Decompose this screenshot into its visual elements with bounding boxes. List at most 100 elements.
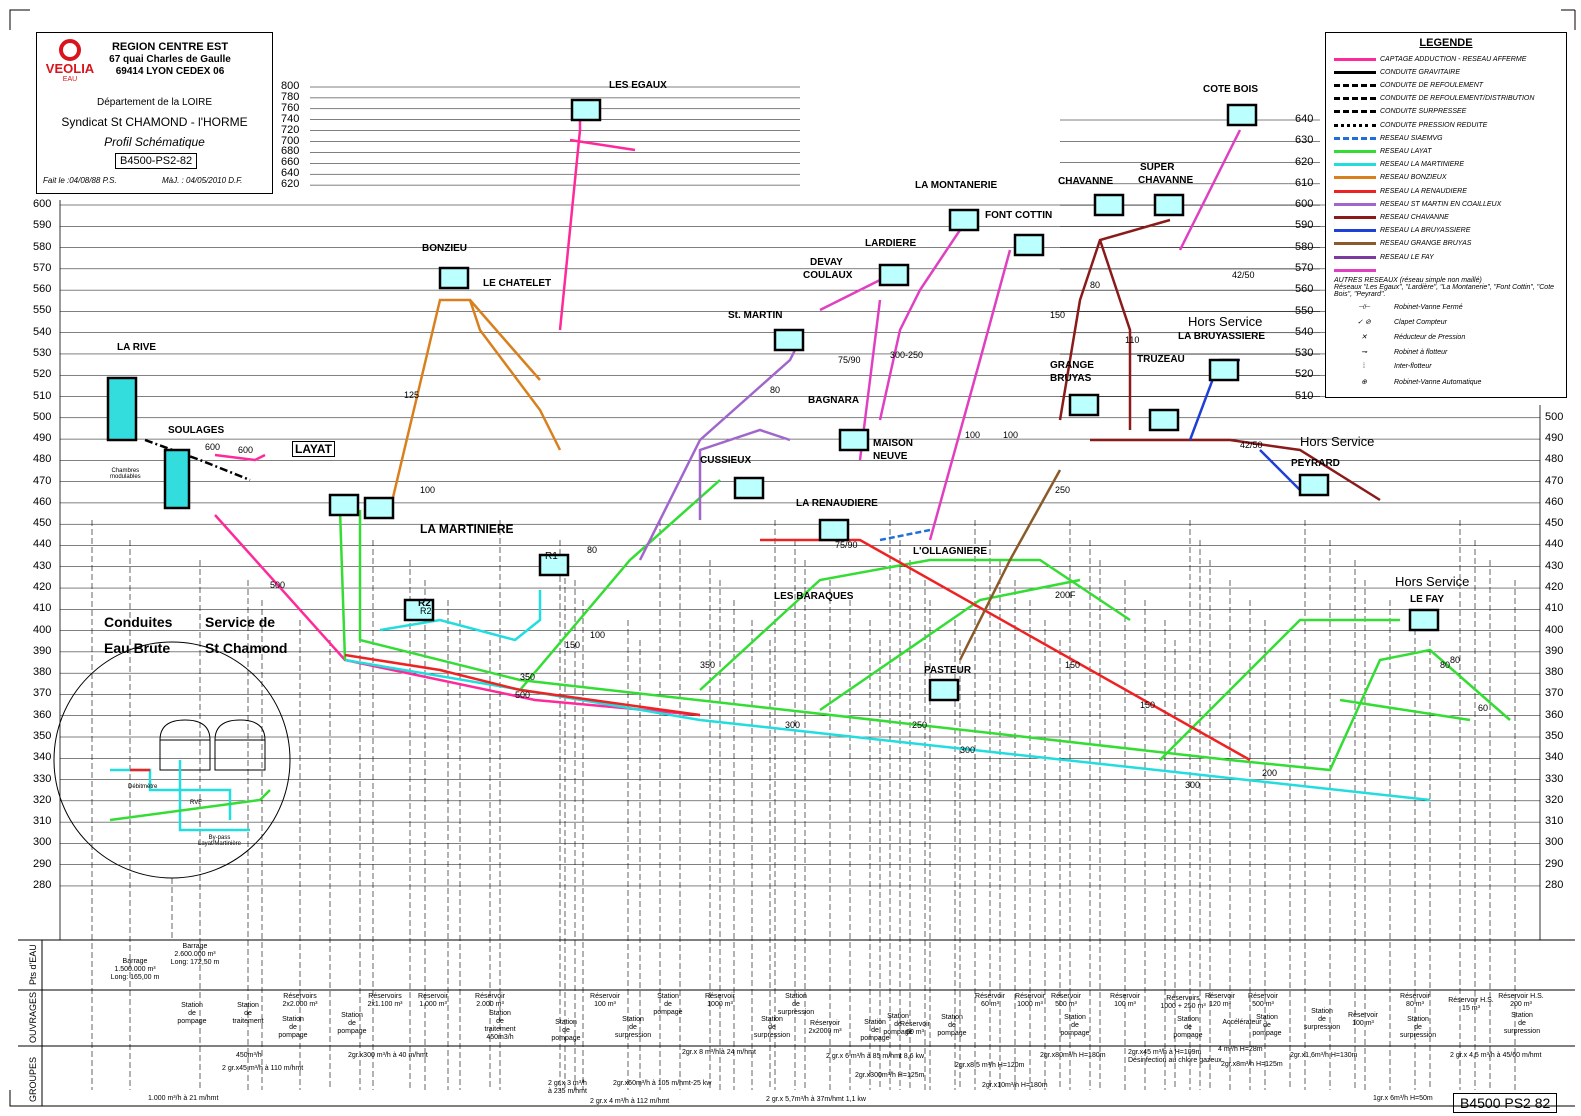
pipeline-segment xyxy=(1058,218,1171,421)
scale-right-upper-630: 630 xyxy=(1295,134,1314,147)
pipe-diameter-label: 300-250 xyxy=(890,350,924,360)
scale-left-510: 510 xyxy=(33,389,52,402)
groupe-label: 1gr.x 6m³/h H=50m xyxy=(1373,1095,1433,1102)
reservoir-icon xyxy=(1408,608,1440,632)
ouvrage-label: Réservoirs 1000 + 250 m³ xyxy=(1160,995,1206,1010)
reservoir-icon xyxy=(928,678,960,702)
pipeline-segment xyxy=(388,298,562,511)
department: Département de la LOIRE xyxy=(96,97,213,108)
reservoir-icon xyxy=(878,263,910,287)
scale-right-320: 320 xyxy=(1545,793,1564,806)
legend-note-prefix: AUTRES RESEAUX xyxy=(1334,277,1398,284)
site-label: SOULAGES xyxy=(168,425,225,436)
legend-note-text: Réseaux "Les Egaux", "Lardière", "La Mon… xyxy=(1334,284,1555,298)
pipeline-segment xyxy=(699,558,1131,691)
reservoir-icon xyxy=(1226,103,1258,127)
legend-label: RESEAU LAYAT xyxy=(1380,147,1432,155)
scale-left-410: 410 xyxy=(33,602,52,615)
site-label: R2 xyxy=(418,598,431,609)
pipeline-segment xyxy=(344,653,701,717)
legend-swatch xyxy=(1334,110,1376,114)
site-label: MAISON xyxy=(873,438,913,449)
legend-item: RESEAU CHAVANNE xyxy=(1334,211,1449,223)
ouvrage-label: Réservoir 100 m³ xyxy=(1348,1012,1378,1027)
pipeline-segment xyxy=(214,453,266,462)
site-label: CHAVANNE xyxy=(1058,176,1114,187)
groupe-label: 2 gr.x 4,5 m³/h à 45/60 m/hmt xyxy=(1450,1052,1542,1059)
legend-symbol-label: Réducteur de Pression xyxy=(1394,334,1466,341)
pipe-diameter-label: 60 xyxy=(1478,703,1489,713)
legend-swatch xyxy=(1334,255,1376,259)
legend-item: RESEAU LAYAT xyxy=(1334,145,1431,157)
scale-top-720: 720 xyxy=(281,123,300,136)
scale-right-upper-530: 530 xyxy=(1295,347,1314,360)
scale-top-780: 780 xyxy=(281,90,300,103)
site-label: COTE BOIS xyxy=(1203,84,1259,95)
site-label: PEYRARD xyxy=(1291,458,1340,469)
legend-item xyxy=(1334,264,1380,276)
inset-note: Débitmètre xyxy=(128,784,158,790)
scale-right-upper-620: 620 xyxy=(1295,155,1314,168)
scale-right-350: 350 xyxy=(1545,730,1564,742)
pipe-diameter-label: 200F xyxy=(1055,590,1076,600)
pipeline-segment xyxy=(1098,239,1132,430)
label-st-chamond: St Chamond xyxy=(205,640,288,656)
scale-right-upper-550: 550 xyxy=(1295,304,1314,317)
scale-left-450: 450 xyxy=(33,517,52,530)
legend-symbol-label: Robinet-Vanne Automatique xyxy=(1394,379,1482,386)
ouvrage-label: Station de pompage xyxy=(337,1012,367,1035)
scale-right-460: 460 xyxy=(1545,495,1564,508)
reservoir-icon xyxy=(1093,193,1125,217)
inset-note: RVF xyxy=(190,800,202,806)
scale-left-390: 390 xyxy=(33,644,52,657)
elevation-grid xyxy=(59,86,1541,940)
inset-note: Chambres modulables xyxy=(110,468,141,480)
reservoir-icon xyxy=(538,553,570,577)
hors-service-2: Hors Service xyxy=(1300,434,1375,449)
legend-symbol-label: Robinet à flotteur xyxy=(1394,349,1448,356)
pipe-diameter-label: 500 xyxy=(270,580,286,590)
groupe-label: 2gr.x300m³/h H=125m xyxy=(855,1072,925,1079)
scale-top-800: 800 xyxy=(281,80,300,92)
pipe-diameter-label: 100 xyxy=(590,630,606,640)
legend-symbol-icon: ⊣⊢ xyxy=(1357,304,1371,311)
scale-left-360: 360 xyxy=(33,708,52,721)
reservoir-icon xyxy=(1153,193,1185,217)
site-label: LES EGAUX xyxy=(609,80,667,91)
pipeline-segment xyxy=(144,438,251,482)
scale-top-640: 640 xyxy=(281,167,300,180)
groupe-label: 2 gr.x45 m³/h à 110 m/hmt xyxy=(222,1065,304,1072)
pipeline-segment xyxy=(878,219,971,421)
site-label: CHAVANNE xyxy=(1138,175,1194,186)
ouvrage-label: Réservoir 2.000 m³ xyxy=(475,993,505,1008)
ouvrage-label: Station de surpression xyxy=(614,1016,652,1039)
legend-item: CONDUITE GRAVITAIRE xyxy=(1334,66,1460,78)
pipelines xyxy=(106,98,1511,802)
ouvrage-label: Station de pompage xyxy=(551,1019,581,1042)
syndicat: Syndicat St CHAMOND - l'HORME xyxy=(61,115,248,129)
scale-left-380: 380 xyxy=(33,666,52,679)
pipe-diameter-label: 600 xyxy=(238,445,254,455)
reservoir-icon xyxy=(1148,408,1180,432)
scale-right-330: 330 xyxy=(1545,772,1564,785)
title-block: VEOLIA EAU REGION CENTRE EST 67 quai Cha… xyxy=(36,32,273,194)
pipeline-segment xyxy=(638,339,802,561)
scale-right-upper-570: 570 xyxy=(1295,261,1314,274)
pipeline-segment xyxy=(928,249,1012,541)
legend-symbol: ⊣⊢Robinet-Vanne Fermé xyxy=(1334,303,1463,311)
legend-note: AUTRES RESEAUX (réseau simple non maillé… xyxy=(1334,277,1562,298)
pipeline-segment xyxy=(698,428,791,520)
site-label: SUPER xyxy=(1140,162,1175,173)
pipe-diameter-label: 250 xyxy=(912,720,928,730)
scale-right-370: 370 xyxy=(1545,687,1564,700)
row-label-ouvrages: OUVRAGES xyxy=(28,991,38,1043)
vertical-drop-lines xyxy=(91,520,1516,1090)
pipe-diameter-label: 500 xyxy=(515,690,531,700)
legend-swatch xyxy=(1334,149,1376,153)
legend-label: RESEAU ST MARTIN EN COAILLEUX xyxy=(1380,200,1502,208)
scale-left-430: 430 xyxy=(33,559,52,572)
site-label: LA RENAUDIERE xyxy=(796,498,878,509)
scale-left-440: 440 xyxy=(33,538,52,551)
region: REGION CENTRE EST xyxy=(111,41,229,53)
legend-label: RESEAU BONZIEUX xyxy=(1380,174,1447,182)
